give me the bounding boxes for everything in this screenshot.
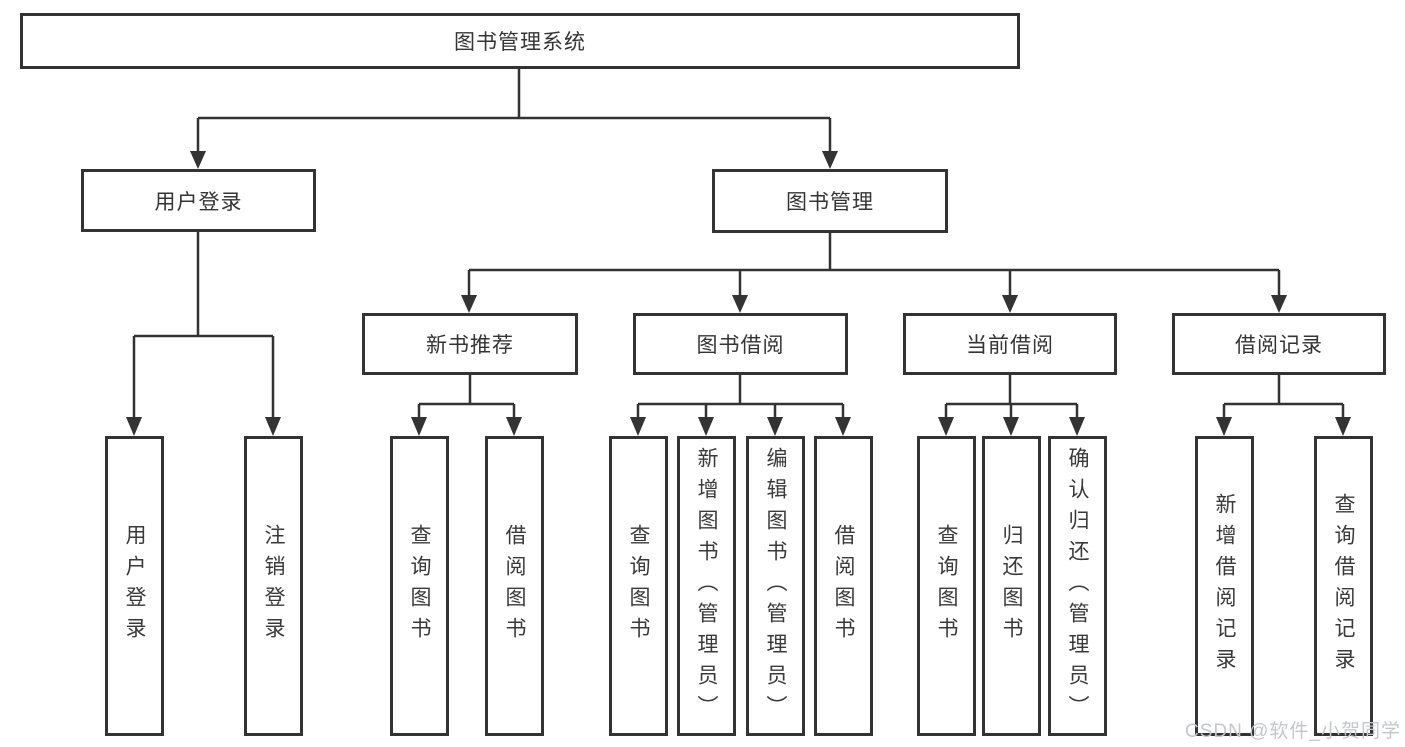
node-label: 用户登录 <box>154 190 243 214</box>
connector-user-login-to-leaves <box>126 232 281 436</box>
leaf-borrow-book-1: 借阅图书 <box>485 436 544 736</box>
node-current-borrow: 当前借阅 <box>903 313 1117 375</box>
node-label: 查询图书 <box>935 524 958 648</box>
node-label: 确认归还（管理员） <box>1066 446 1089 726</box>
node-label: 图书管理 <box>786 191 874 214</box>
node-label: 图书借阅 <box>696 334 785 357</box>
node-label: 新书推荐 <box>426 334 514 357</box>
node-label: 图书管理系统 <box>454 31 586 54</box>
leaf-return-book: 归还图书 <box>982 436 1041 736</box>
node-label: 借阅图书 <box>503 524 526 648</box>
leaf-edit-book-admin: 编辑图书（管理员） <box>746 436 805 736</box>
leaf-borrow-book-2: 借阅图书 <box>814 436 873 736</box>
connector-root-to-level2 <box>190 68 838 169</box>
node-book-borrow: 图书借阅 <box>633 313 848 375</box>
connector-book-borrow-to-leaves <box>630 375 851 436</box>
node-book-management: 图书管理 <box>712 169 948 233</box>
leaf-user-login: 用户登录 <box>105 436 164 736</box>
node-label: 用户登录 <box>123 524 146 648</box>
node-label: 借阅图书 <box>832 524 855 648</box>
node-borrow-record: 借阅记录 <box>1172 313 1386 375</box>
connector-new-book-recommend-to-leaves <box>411 375 522 436</box>
connector-current-borrow-to-leaves <box>938 375 1085 436</box>
node-label: 查询图书 <box>408 524 431 648</box>
node-label: 查询借阅记录 <box>1332 493 1355 679</box>
leaf-query-book-3: 查询图书 <box>917 436 976 736</box>
leaf-add-book-admin: 新增图书（管理员） <box>677 436 736 736</box>
node-label: 归还图书 <box>1000 524 1023 648</box>
node-user-login: 用户登录 <box>81 169 316 232</box>
leaf-query-book-1: 查询图书 <box>390 436 449 736</box>
leaf-query-borrow-record: 查询借阅记录 <box>1314 436 1373 736</box>
node-new-book-recommend: 新书推荐 <box>362 313 578 375</box>
node-label: 编辑图书（管理员） <box>764 446 787 726</box>
connector-book-management-to-level3 <box>461 233 1287 313</box>
node-label: 注销登录 <box>262 524 285 648</box>
connector-borrow-record-to-leaves <box>1216 375 1351 436</box>
leaf-query-book-2: 查询图书 <box>609 436 668 736</box>
node-library-management-system: 图书管理系统 <box>20 13 1020 69</box>
node-label: 新增图书（管理员） <box>695 446 718 726</box>
csdn-watermark: CSDN @软件_小贺同学 <box>1185 721 1401 742</box>
leaf-add-borrow-record: 新增借阅记录 <box>1195 436 1254 736</box>
node-label: 当前借阅 <box>966 334 1054 357</box>
leaf-confirm-return-admin: 确认归还（管理员） <box>1048 436 1107 736</box>
node-label: 查询图书 <box>627 524 650 648</box>
node-label: 借阅记录 <box>1235 334 1323 357</box>
node-label: 新增借阅记录 <box>1213 493 1236 679</box>
leaf-logout: 注销登录 <box>244 436 303 736</box>
